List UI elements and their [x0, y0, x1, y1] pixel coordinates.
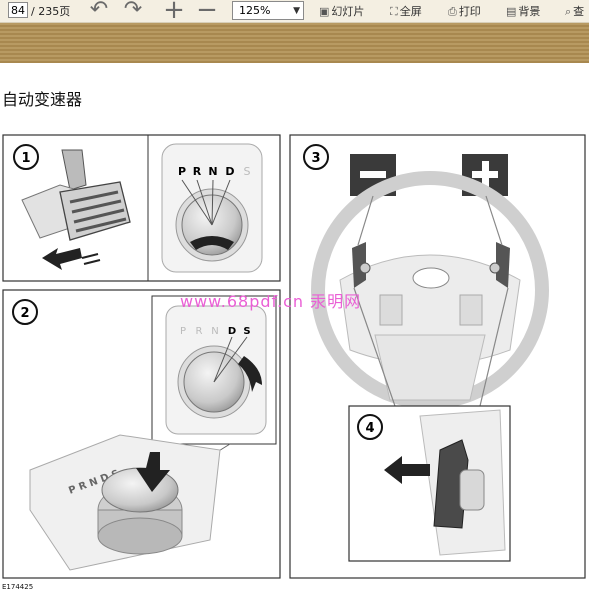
slideshow-icon: ▣: [319, 5, 330, 18]
zoom-select[interactable]: 125% ▼: [232, 1, 304, 20]
press-arrow-icon: [42, 248, 82, 270]
background-icon: ▤: [506, 5, 517, 18]
panel-number-2: 2: [20, 306, 29, 321]
gear-label-r-2: R: [196, 326, 203, 337]
rotate-left-icon[interactable]: ↶: [89, 0, 109, 22]
search-label: 查: [573, 5, 585, 18]
panel-1-brake-pedal: 1 P R N D S: [2, 134, 281, 282]
gear-label-s-2: S: [243, 326, 250, 337]
figure-id: E174425: [2, 583, 34, 591]
panel-number-3: 3: [311, 151, 320, 166]
panel-4-pull-paddle: 4: [348, 405, 511, 562]
search-icon: ⌕: [565, 5, 572, 18]
gear-label-p-2: P: [180, 326, 186, 337]
chevron-down-icon: ▼: [293, 6, 300, 16]
gear-label-s: S: [244, 165, 251, 178]
watermark-text: www.68pdf.cn 汞明网: [180, 292, 362, 311]
print-button[interactable]: ⎙打印: [448, 3, 481, 19]
panel-2-sport-mode: 2 P R N D S P R N D S: [2, 289, 281, 579]
search-button[interactable]: ⌕查: [565, 3, 584, 19]
panel-number-1: 1: [21, 151, 30, 166]
rotate-right-icon[interactable]: ↷: [123, 0, 143, 22]
rotate-right-arrow-icon: [238, 356, 262, 392]
press-down-arrow-icon: [136, 452, 170, 492]
brake-pedal-pad: [59, 181, 131, 241]
fullscreen-label: 全屏: [399, 5, 422, 18]
fullscreen-icon: ⛶: [390, 5, 398, 18]
viewer-toolbar: 84 / 235页 ↶ ↷ + − 125% ▼ ▣幻灯片 ⛶全屏 ⎙打印 ▤背…: [0, 0, 589, 23]
left-paddle: [352, 242, 366, 288]
gear-label-p: P: [178, 165, 186, 178]
gear-label-n-2: N: [211, 326, 218, 337]
page-total-label: / 235页: [31, 5, 71, 18]
rotate-arrow-icon: [190, 236, 234, 250]
panel-3-paddle-shifters: 3 4: [289, 134, 586, 579]
gear-label-d: D: [225, 165, 234, 178]
background-label: 背景: [518, 5, 541, 18]
transmission-figure: 1 P R N D S 2 P: [2, 134, 586, 579]
zoom-out-icon[interactable]: −: [196, 0, 218, 25]
gear-label-d-2: D: [228, 326, 236, 337]
slideshow-label: 幻灯片: [331, 5, 365, 18]
right-paddle: [496, 242, 510, 288]
background-button[interactable]: ▤背景: [506, 3, 540, 19]
page-header-banner: [0, 23, 589, 63]
slideshow-button[interactable]: ▣幻灯片: [319, 3, 364, 19]
gear-label-r: R: [193, 165, 202, 178]
panel-number-4: 4: [365, 421, 374, 436]
fullscreen-button[interactable]: ⛶全屏: [390, 3, 422, 19]
page-number-input[interactable]: 84: [8, 2, 28, 18]
print-label: 打印: [458, 5, 481, 18]
zoom-value: 125%: [239, 4, 271, 17]
page-title: 自动变速器: [2, 90, 83, 109]
printer-icon: ⎙: [448, 5, 457, 18]
zoom-in-icon[interactable]: +: [163, 0, 185, 25]
pull-arrow-icon: [384, 456, 430, 484]
gear-label-n: N: [208, 165, 217, 178]
